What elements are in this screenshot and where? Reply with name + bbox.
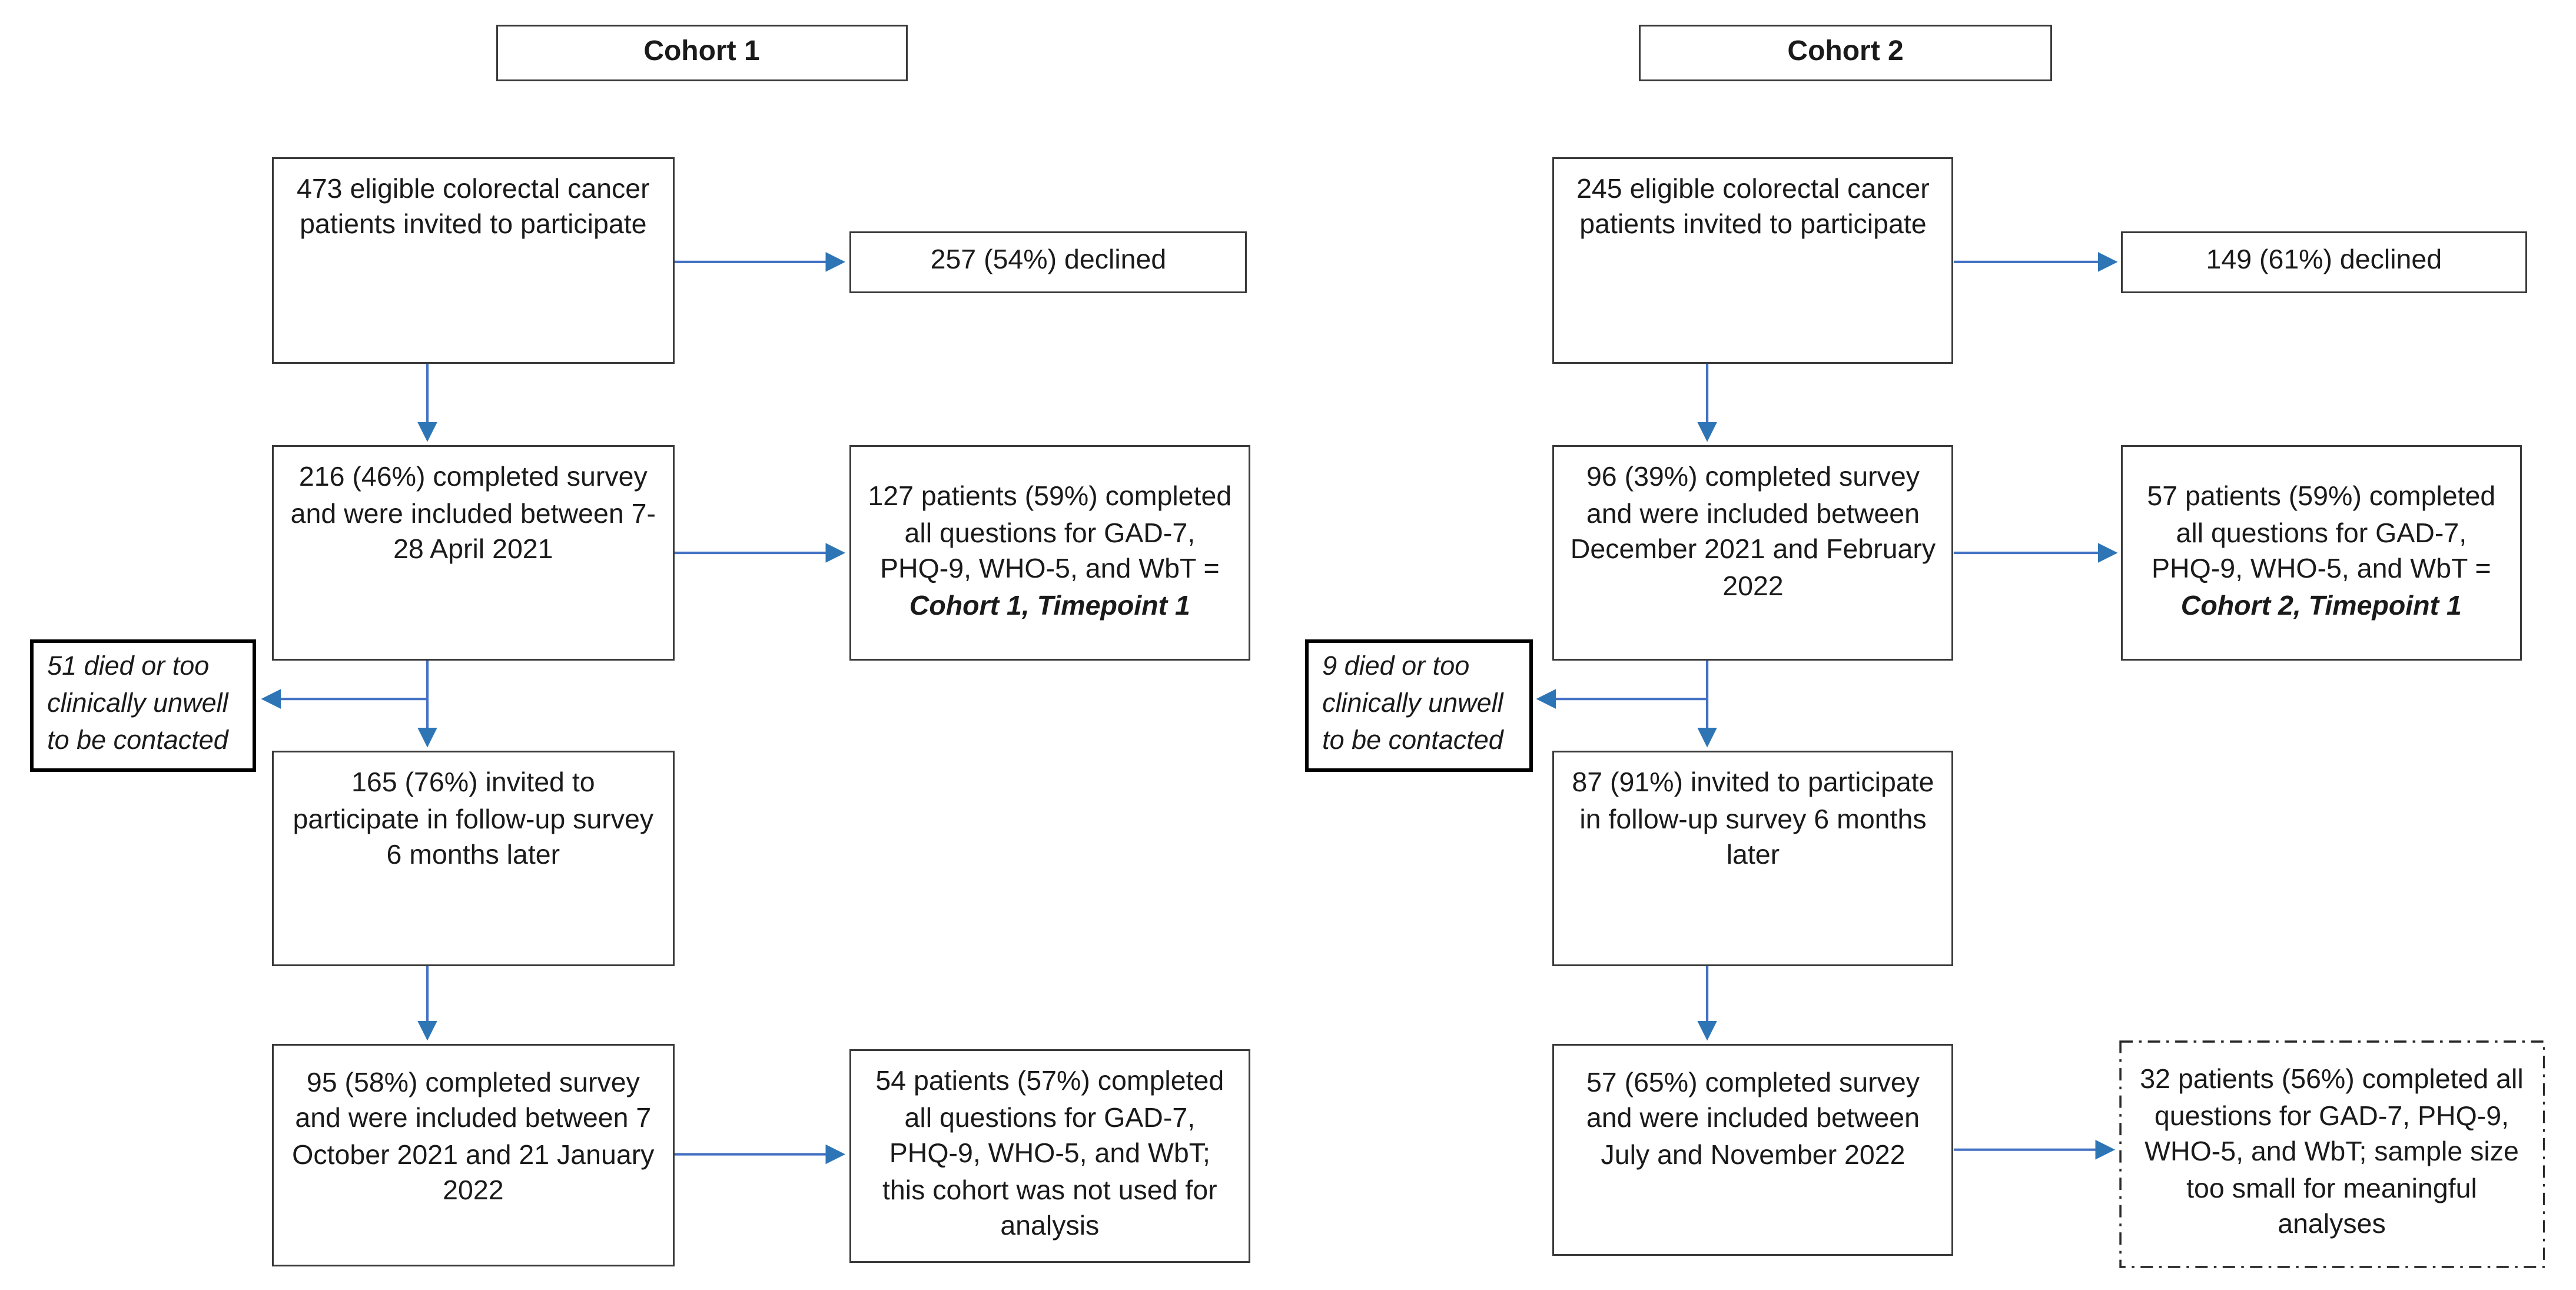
- cohort1-invited-box: 473 eligible colorectal cancer patients …: [272, 157, 674, 364]
- cohort1-baseline-text: 216 (46%) completed survey and were incl…: [290, 463, 656, 566]
- cohort1-timepoint1-text: 127 patients (59%) completed all questio…: [868, 482, 1232, 585]
- cohort2-followup-invited-box: 87 (91%) invited to participate in follo…: [1552, 751, 1954, 966]
- cohort1-followup-invited-box: 165 (76%) invited to participate in foll…: [272, 751, 674, 966]
- cohort2-followup-analysis-box: 32 patients (56%) completed all question…: [2119, 1040, 2545, 1268]
- cohort1-followup-analysis-box: 54 patients (57%) completed all question…: [849, 1049, 1250, 1264]
- cohort2-baseline-box: 96 (39%) completed survey and were inclu…: [1552, 445, 1954, 661]
- cohort1-title-box: Cohort 1: [496, 25, 908, 81]
- cohort1-followup-invited-text: 165 (76%) invited to participate in foll…: [293, 768, 654, 871]
- cohort1-followup-completed-text: 95 (58%) completed survey and were inclu…: [292, 1069, 655, 1208]
- cohort2-timepoint1-text: 57 patients (59%) completed all question…: [2147, 482, 2496, 585]
- cohort1-followup-completed-box: 95 (58%) completed survey and were inclu…: [272, 1044, 674, 1267]
- cohort2-declined-box: 149 (61%) declined: [2121, 231, 2527, 293]
- cohort2-followup-analysis-text: 32 patients (56%) completed all question…: [2140, 1066, 2524, 1241]
- cohort2-attrition-box: 9 died or too clinically unwell to be co…: [1304, 639, 1533, 772]
- cohort2-baseline-text: 96 (39%) completed survey and were inclu…: [1570, 463, 1936, 602]
- cohort2-declined-text: 149 (61%) declined: [2206, 246, 2442, 276]
- cohort2-invited-text: 245 eligible colorectal cancer patients …: [1576, 174, 1930, 241]
- cohort1-timepoint1-label: Cohort 1, Timepoint 1: [909, 591, 1190, 621]
- cohort1-title: Cohort 1: [643, 37, 760, 68]
- cohort1-declined-text: 257 (54%) declined: [930, 246, 1167, 276]
- cohort1-baseline-box: 216 (46%) completed survey and were incl…: [272, 445, 674, 661]
- cohort2-timepoint1-label: Cohort 2, Timepoint 1: [2180, 591, 2462, 621]
- cohort1-timepoint1-box: 127 patients (59%) completed all questio…: [849, 445, 1250, 661]
- cohort2-followup-invited-text: 87 (91%) invited to participate in follo…: [1572, 768, 1934, 871]
- cohort2-attrition-text: 9 died or too clinically unwell to be co…: [1322, 652, 1503, 755]
- cohort1-attrition-box: 51 died or too clinically unwell to be c…: [29, 639, 256, 772]
- cohort1-invited-text: 473 eligible colorectal cancer patients …: [296, 174, 650, 241]
- cohort1-declined-box: 257 (54%) declined: [849, 231, 1247, 293]
- cohort2-timepoint1-box: 57 patients (59%) completed all question…: [2121, 445, 2521, 661]
- cohort2-followup-completed-text: 57 (65%) completed survey and were inclu…: [1586, 1069, 1920, 1171]
- cohort2-followup-completed-box: 57 (65%) completed survey and were inclu…: [1552, 1044, 1954, 1256]
- cohort2-title: Cohort 2: [1787, 37, 1904, 68]
- cohort2-title-box: Cohort 2: [1639, 25, 2052, 81]
- cohort1-attrition-text: 51 died or too clinically unwell to be c…: [47, 652, 228, 755]
- cohort2-invited-box: 245 eligible colorectal cancer patients …: [1552, 157, 1954, 364]
- cohort1-followup-analysis-text: 54 patients (57%) completed all question…: [875, 1067, 1224, 1242]
